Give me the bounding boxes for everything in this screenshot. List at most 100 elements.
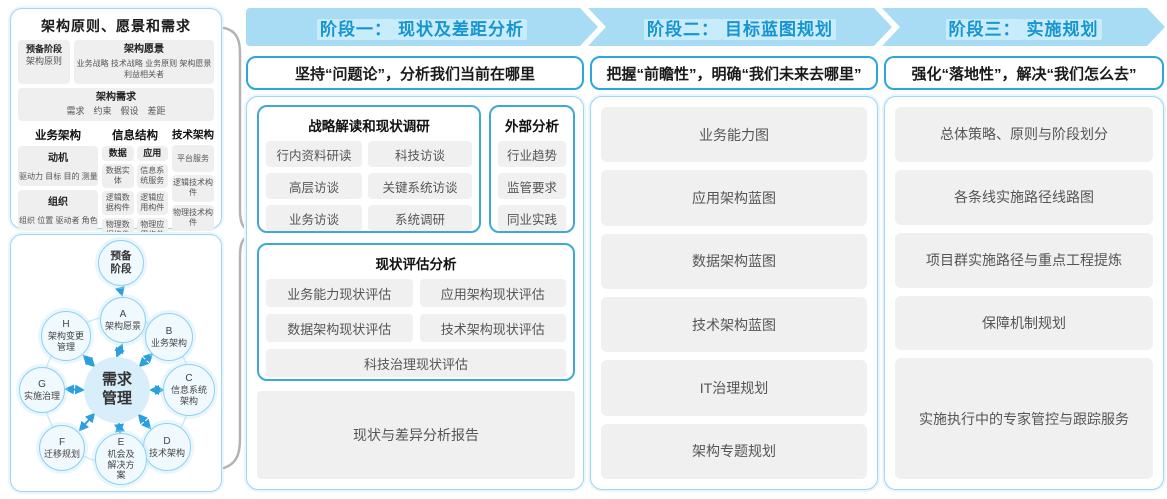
adm-node-label: 机会及解决方案 xyxy=(107,448,135,481)
external-item: 监管要求 xyxy=(498,173,566,199)
organization-sub: 组织 位置 驱动者 角色 xyxy=(19,216,98,226)
phase2-band-name: 目标蓝图规划 xyxy=(722,19,836,40)
vision-box: 架构愿景 业务战略 技术战略 业务原则 架构愿景 利益相关者 xyxy=(74,40,214,84)
motivation-title: 动机 xyxy=(48,153,68,165)
adm-node-b-business: B 业务架构 xyxy=(145,313,193,361)
adm-node-h-change-management: H 架构变更管理 xyxy=(41,311,91,361)
adm-node-letter: H xyxy=(62,319,70,331)
phase1-band: 阶段一：现状及差距分析 xyxy=(246,8,598,46)
application-subcolumn: 应用 信息系统服务 逻辑应用构件 物理应用构件 xyxy=(136,146,168,243)
strategy-research-title: 战略解读和现状调研 xyxy=(308,119,430,134)
prep-vision-row: 预备阶段 架构原则 架构愿景 业务战略 技术战略 业务原则 架构愿景 利益相关者 xyxy=(18,40,214,84)
phase1-band-label: 阶段一： xyxy=(317,19,395,40)
strategy-item: 系统调研 xyxy=(368,205,472,231)
phase3-band-title: 阶段三：实施规划 xyxy=(946,15,1102,40)
external-item: 同业实践 xyxy=(498,205,566,231)
phase2-subtitle: 把握“前瞻性”，明确“我们未来去哪里” xyxy=(590,56,878,90)
adm-cycle-panel: 预备阶段 A 架构愿景 B 业务架构 C 信息系统架构 D 技术架构 E 机会及… xyxy=(10,234,222,492)
assessment-item: 技术架构现状评估 xyxy=(419,314,566,342)
phase3-content-panel: 总体策略、原则与阶段划分 各条线实施路径线路图 项目群实施路径与重点工程提炼 保… xyxy=(884,96,1164,490)
adm-center-label: 需求管理 xyxy=(101,371,132,407)
assessment-analysis-title: 现状评估分析 xyxy=(375,257,457,272)
assessment-item: 科技治理现状评估 xyxy=(266,349,566,377)
phase2-band-title: 阶段二：目标蓝图规划 xyxy=(644,15,836,40)
phase2-item: 架构专题规划 xyxy=(601,423,867,479)
organization-title: 组织 xyxy=(48,197,68,209)
phase1-band-name: 现状及差距分析 xyxy=(395,19,527,40)
phase2-item: 业务能力图 xyxy=(601,107,867,163)
data-title: 数据 xyxy=(102,146,134,162)
adm-node-preliminary: 预备阶段 xyxy=(98,240,144,286)
phase2-band-label: 阶段二： xyxy=(644,19,722,40)
adm-node-label: 架构愿景 xyxy=(104,320,141,331)
phase2-item: 应用架构蓝图 xyxy=(601,170,867,226)
adm-node-label: 实施治理 xyxy=(23,390,60,401)
prep-stage-title: 预备阶段 xyxy=(25,44,62,54)
application-title: 应用 xyxy=(136,146,168,162)
assessment-item: 业务能力现状评估 xyxy=(266,279,413,307)
adm-node-letter: B xyxy=(165,325,173,337)
data-item: 逻辑数据构件 xyxy=(102,191,134,216)
technology-architecture-column: 技术架构 平台服务 逻辑技术构件 物理技术构件 xyxy=(172,126,214,278)
information-structure-title: 信息结构 xyxy=(112,130,158,143)
technology-item: 平台服务 xyxy=(172,145,214,172)
strategy-item: 高层访谈 xyxy=(266,173,362,199)
application-item: 信息系统服务 xyxy=(136,164,168,189)
external-analysis-box: 外部分析 行业趋势 监管要求 同业实践 xyxy=(489,105,575,233)
adm-node-d-technology: D 技术架构 xyxy=(143,423,191,471)
phase3-band-label: 阶段三： xyxy=(946,19,1024,40)
phase1-subtitle: 坚持“问题论”，分析我们当前在哪里 xyxy=(246,56,584,90)
phase3-band: 阶段三：实施规划 xyxy=(882,8,1165,46)
adm-node-f-migration: F 迁移规划 xyxy=(39,425,85,471)
phase3-item: 总体策略、原则与阶段划分 xyxy=(895,107,1153,162)
assessment-item: 应用架构现状评估 xyxy=(419,279,566,307)
data-item: 数据实体 xyxy=(102,164,134,189)
adm-node-a-vision: A 架构愿景 xyxy=(100,297,146,343)
adm-node-letter: E xyxy=(117,436,125,448)
phase3-item: 保障机制规划 xyxy=(895,295,1153,351)
technology-item: 物理技术构件 xyxy=(172,204,214,232)
vision-sub: 业务战略 技术战略 业务原则 架构愿景 利益相关者 xyxy=(76,58,212,80)
adm-node-letter: F xyxy=(58,436,66,448)
adm-node-label: 架构变更管理 xyxy=(47,331,84,352)
organization-box: 组织 组织 位置 驱动者 角色 xyxy=(18,190,98,231)
business-architecture-title: 业务架构 xyxy=(35,130,81,143)
assessment-analysis-box: 现状评估分析 业务能力现状评估 应用架构现状评估 数据架构现状评估 技术架构现状… xyxy=(257,243,575,381)
phase3-item: 各条线实施路径线路图 xyxy=(895,169,1153,225)
adm-node-label: 信息系统架构 xyxy=(170,385,207,406)
adm-node-letter: A xyxy=(119,308,127,320)
application-item: 逻辑应用构件 xyxy=(136,191,168,216)
architecture-content-panel: 架构原则、愿景和需求 预备阶段 架构原则 架构愿景 业务战略 技术战略 业务原则… xyxy=(10,8,222,324)
prep-stage-box: 预备阶段 架构原则 xyxy=(18,40,70,84)
requirements-box: 架构需求 需求 约束 假设 差距 xyxy=(18,87,214,122)
panel-title: 架构原则、愿景和需求 xyxy=(41,18,191,34)
strategy-item: 关键系统访谈 xyxy=(368,173,472,199)
strategy-item: 业务访谈 xyxy=(266,205,362,231)
external-item: 行业趋势 xyxy=(498,141,566,167)
phase2-content-panel: 业务能力图 应用架构蓝图 数据架构蓝图 技术架构蓝图 IT治理规划 架构专题规划 xyxy=(590,96,878,490)
phase1-band-title: 阶段一：现状及差距分析 xyxy=(317,15,527,40)
motivation-sub: 驱动力 目标 目的 测量 xyxy=(19,172,98,182)
phase3-item: 项目群实施路径与重点工程提炼 xyxy=(895,232,1153,288)
phase1-content-panel: 战略解读和现状调研 行内资料研读 科技访谈 高层访谈 关键系统访谈 业务访谈 系… xyxy=(246,96,584,490)
requirements-title: 架构需求 xyxy=(96,91,136,103)
prep-stage-sub: 架构原则 xyxy=(25,56,62,67)
adm-node-label: 预备阶段 xyxy=(110,250,132,275)
adm-node-label: 业务架构 xyxy=(150,337,187,348)
phase2-item: 技术架构蓝图 xyxy=(601,296,867,353)
requirements-sub: 需求 约束 假设 差距 xyxy=(66,105,166,116)
adm-node-label: 技术架构 xyxy=(148,447,185,458)
vision-title: 架构愿景 xyxy=(124,44,164,55)
technology-item: 逻辑技术构件 xyxy=(172,174,214,202)
strategy-item: 行内资料研读 xyxy=(266,141,362,167)
assessment-item: 数据架构现状评估 xyxy=(266,314,413,342)
strategy-item: 科技访谈 xyxy=(368,141,472,167)
phase2-item: IT治理规划 xyxy=(601,360,867,416)
technology-architecture-title: 技术架构 xyxy=(172,129,214,142)
strategy-research-box: 战略解读和现状调研 行内资料研读 科技访谈 高层访谈 关键系统访谈 业务访谈 系… xyxy=(257,105,481,233)
adm-node-letter: C xyxy=(185,373,193,385)
motivation-box: 动机 驱动力 目标 目的 测量 xyxy=(18,146,98,187)
phase3-band-name: 实施规划 xyxy=(1024,19,1102,40)
phase3-subtitle: 强化“落地性”，解决“我们怎么去” xyxy=(884,56,1164,90)
gap-analysis-report-box: 现状与差异分析报告 xyxy=(257,391,575,479)
